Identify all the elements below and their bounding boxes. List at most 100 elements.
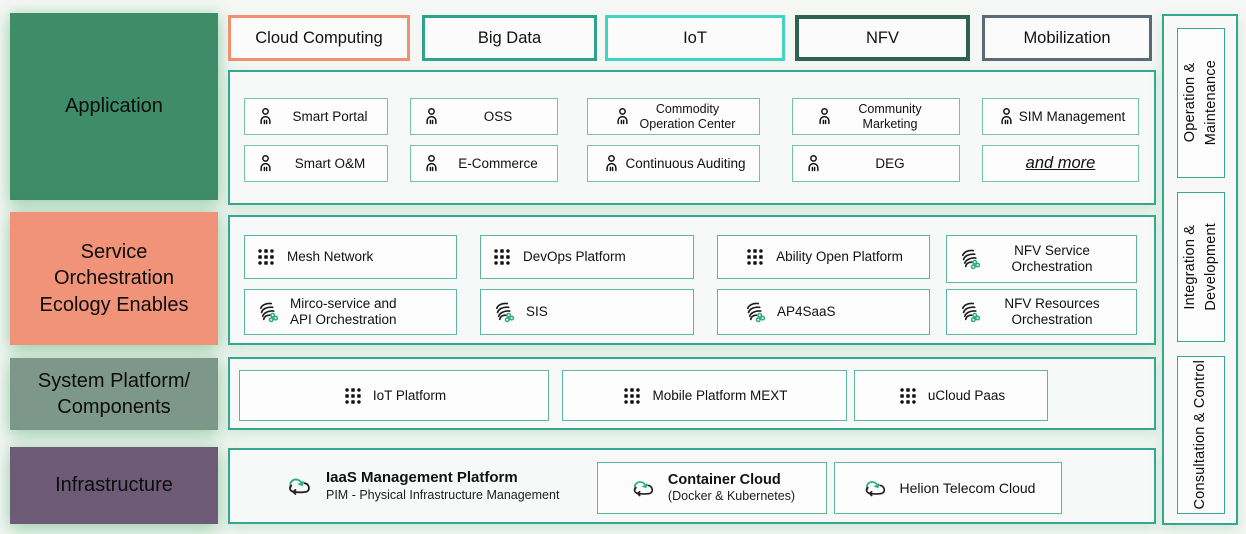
app-item-commodity-operation-center: Commodity Operation Center [587, 98, 760, 135]
layer-label-infrastructure: Infrastructure [10, 447, 218, 524]
item-label: Mesh Network [287, 249, 374, 265]
app-item-continuous-auditing: Continuous Auditing [587, 145, 760, 182]
chip-label: Mobilization [1023, 28, 1111, 47]
infra-item-helion-telecom-cloud: Helion Telecom Cloud [834, 462, 1062, 514]
item-label: Helion Telecom Cloud [899, 479, 1036, 496]
rail-label-line: Integration & [1181, 224, 1198, 310]
panel-infrastructure: IaaS Management Platform PIM - Physical … [228, 448, 1156, 524]
layer-label-text: Ecology Enables [39, 293, 189, 316]
svc-item-micro-service-api-orchestration: Mirco-service and API Orchestration [244, 289, 457, 335]
flow-icon [742, 300, 767, 325]
grid-icon [897, 385, 919, 407]
svc-item-sis: SIS [480, 289, 694, 335]
rail-item-consultation-control: Consultation & Control [1177, 356, 1225, 514]
panel-application: Smart Portal OSS Commodity Operation Cen… [228, 70, 1156, 205]
infra-item-container-cloud: Container Cloud (Docker & Kubernetes) [597, 462, 827, 514]
person-icon [255, 153, 276, 174]
item-label: E-Commerce [458, 155, 538, 171]
person-icon [421, 153, 442, 174]
item-label: DevOps Platform [523, 249, 626, 265]
item-label: DEG [875, 155, 905, 171]
item-label: Continuous Auditing [625, 155, 746, 171]
chip-cloud-computing: Cloud Computing [228, 15, 410, 61]
app-item-community-marketing: Community Marketing [792, 98, 960, 135]
item-subtitle: PIM - Physical Infrastructure Management [326, 487, 560, 502]
grid-icon [491, 246, 513, 268]
chip-nfv: NFV [795, 15, 970, 61]
layer-label-application: Application [10, 13, 218, 200]
grid-icon [744, 246, 766, 268]
right-rail: Operation & Maintenance Integration & De… [1162, 14, 1238, 525]
item-label: Mobile Platform MEXT [652, 387, 788, 403]
cloud-sync-icon [629, 477, 657, 500]
grid-icon [255, 246, 277, 268]
item-label: Ability Open Platform [776, 249, 903, 265]
layer-label-text: System Platform/ [37, 369, 191, 392]
svc-item-devops-platform: DevOps Platform [480, 235, 694, 279]
layer-label-text: Infrastructure [55, 474, 173, 497]
person-icon [255, 106, 276, 127]
svc-item-ap4saas: AP4SaaS [717, 289, 930, 335]
app-item-sim-management: SIM Management [982, 98, 1139, 135]
rail-label-line: Maintenance [1203, 60, 1219, 146]
item-title: IaaS Management Platform [326, 468, 518, 486]
item-label: and more [1025, 154, 1096, 173]
rail-item-operation-maintenance: Operation & Maintenance [1177, 28, 1225, 178]
item-subtitle: (Docker & Kubernetes) [667, 489, 796, 504]
item-label: Smart Portal [292, 108, 368, 124]
rail-item-integration-development: Integration & Development [1177, 192, 1225, 342]
layer-label-service-orchestration: Service Orchestration Ecology Enables [10, 212, 218, 345]
chip-big-data: Big Data [422, 15, 597, 61]
item-label: AP4SaaS [777, 304, 836, 320]
sys-item-mobile-platform-mext: Mobile Platform MEXT [562, 370, 847, 421]
person-icon [601, 153, 622, 174]
flow-icon [957, 300, 982, 325]
layer-label-text: Application [65, 95, 163, 118]
item-label: IoT Platform [372, 387, 447, 403]
layer-label-text: Components [57, 396, 171, 418]
chip-mobilization: Mobilization [982, 15, 1152, 61]
svc-item-ability-open-platform: Ability Open Platform [717, 235, 930, 279]
svc-item-nfv-resources-orchestration: NFV Resources Orchestration [946, 289, 1137, 335]
person-icon [814, 106, 835, 127]
app-item-oss: OSS [410, 98, 558, 135]
cloud-sync-icon [284, 474, 314, 499]
item-label: NFV Resources Orchestration [1004, 296, 1100, 327]
item-label: SIM Management [1018, 108, 1126, 124]
grid-icon [342, 385, 364, 407]
item-label: Community Marketing [858, 102, 922, 131]
item-label: OSS [483, 108, 513, 124]
item-label: Smart O&M [294, 155, 366, 171]
rail-label-line: Operation & [1181, 63, 1198, 143]
svc-item-mesh-network: Mesh Network [244, 235, 457, 279]
cloud-sync-icon [861, 477, 889, 500]
flow-icon [255, 300, 280, 325]
panel-service-orchestration: Mesh Network DevOps Platform Ability Ope… [228, 215, 1156, 345]
infra-item-iaas-management: IaaS Management Platform PIM - Physical … [284, 450, 559, 522]
layer-label-system-platform: System Platform/ Components [10, 358, 218, 430]
app-item-smart-portal: Smart Portal [244, 98, 388, 135]
sys-item-ucloud-paas: uCloud Paas [854, 370, 1048, 421]
layer-label-text: Orchestration [53, 267, 175, 290]
chip-label: IoT [683, 28, 707, 47]
flow-icon [957, 247, 982, 272]
chip-label: NFV [866, 28, 899, 47]
app-item-and-more: and more [982, 145, 1139, 182]
chip-label: Cloud Computing [255, 28, 383, 47]
layer-label-text: Service [80, 240, 148, 263]
person-icon [803, 153, 824, 174]
rail-label-line: Development [1203, 223, 1219, 311]
person-icon [996, 106, 1017, 127]
item-label: NFV Service Orchestration [1011, 243, 1093, 274]
app-item-deg: DEG [792, 145, 960, 182]
chip-iot: IoT [605, 15, 785, 61]
svc-item-nfv-service-orchestration: NFV Service Orchestration [946, 235, 1137, 283]
panel-system-platform: IoT Platform Mobile Platform MEXT uCloud… [228, 357, 1156, 430]
flow-icon [491, 300, 516, 325]
item-label: SIS [526, 304, 548, 320]
item-title: Container Cloud [667, 472, 781, 489]
person-icon [421, 106, 442, 127]
item-label: Commodity Operation Center [639, 102, 736, 131]
grid-icon [621, 385, 643, 407]
